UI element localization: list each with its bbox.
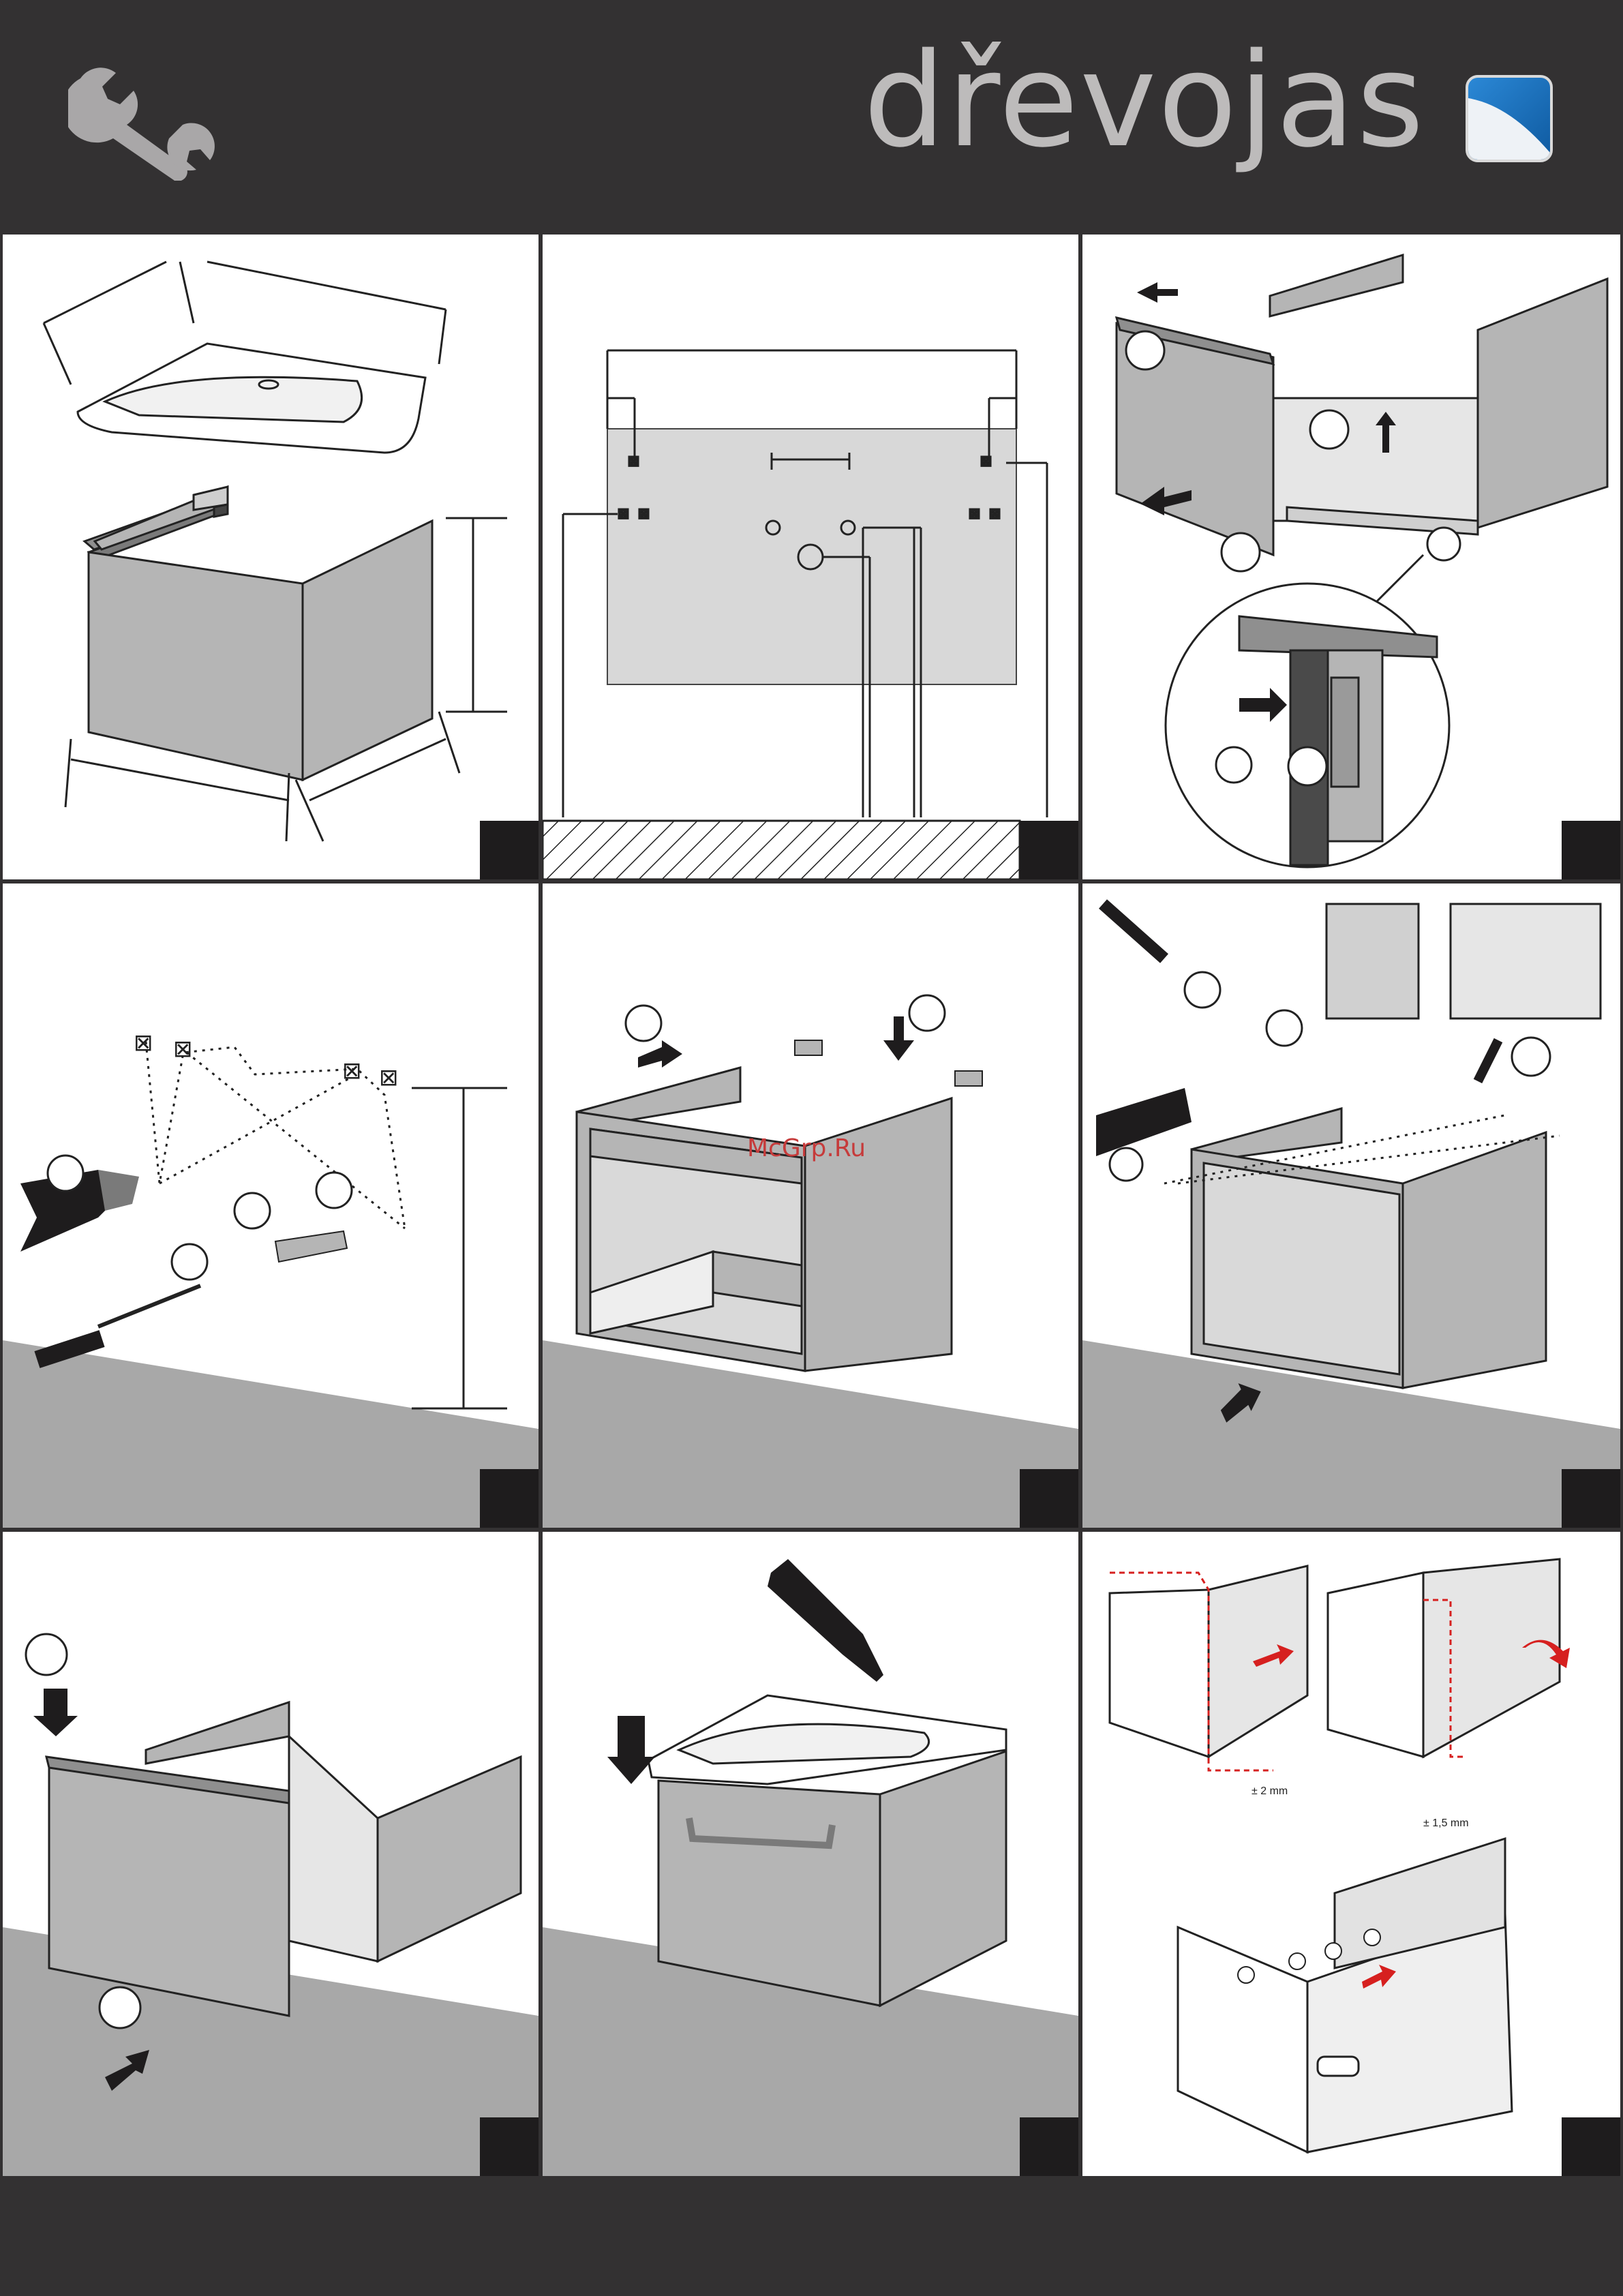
step-number-box [480,1469,539,1528]
step-number-box [1562,821,1620,879]
footer-bar [0,2180,1623,2296]
seal-basin-illustration [543,1532,1078,2176]
wall-hole-layout-illustration: ⊠ ⊠ ⊠ ⊠ ⊠ ⊠ [543,235,1078,879]
header-bar: dřevojas [0,0,1623,230]
drill-wall-illustration: ⊠ ⊠ ⊠ ⊠ [3,883,539,1528]
brand-name: dřevojas [864,33,1425,169]
basin-cabinet-dimensions-illustration [3,235,539,879]
panel-hang-cabinet: McGrp.Ru [543,883,1078,1528]
hang-cabinet-illustration: McGrp.Ru [543,883,1078,1528]
svg-text:⊠: ⊠ [379,1064,399,1091]
panel-measure-unit [3,235,539,879]
panel-remove-drawer [1082,235,1620,879]
panel-insert-drawer [3,1532,539,2176]
panel-drawer-adjust: ± 2 mm ± 1,5 mm [1082,1532,1620,2176]
tolerance-height-label: ± 1,5 mm [1423,1817,1469,1829]
panel-wall-layout: ⊠ ⊠ ⊠ ⊠ ⊠ ⊠ [543,235,1078,879]
svg-text:⊠: ⊠ [980,453,992,469]
tolerance-side-label: ± 2 mm [1252,1785,1288,1797]
svg-text:⊠: ⊠ [134,1029,153,1057]
svg-text:⊠: ⊠ [628,453,639,469]
drevojas-logo-icon [1466,75,1553,162]
drawer-adjust-illustration: ± 2 mm ± 1,5 mm [1082,1532,1620,2176]
adjust-hangers-illustration [1082,883,1620,1528]
step-number-box [1562,2117,1620,2176]
wrench-icon [68,58,225,181]
step-number-box [1562,1469,1620,1528]
svg-text:⊠: ⊠ [173,1036,193,1063]
insert-drawer-illustration [3,1532,539,2176]
step-number-box [1020,821,1078,879]
panel-drill-wall: ⊠ ⊠ ⊠ ⊠ [3,883,539,1528]
step-number-box [480,821,539,879]
panel-adjust-hangers [1082,883,1620,1528]
watermark-text: McGrp.Ru [747,1134,866,1162]
svg-text:⊠: ⊠ [989,505,1001,522]
panel-seal-basin [543,1532,1078,2176]
step-number-box [1020,1469,1078,1528]
step-number-box [480,2117,539,2176]
svg-text:⊠: ⊠ [342,1057,362,1085]
drawer-removal-illustration [1082,235,1620,879]
svg-text:⊠: ⊠ [638,505,650,522]
svg-text:⊠: ⊠ [618,505,629,522]
step-number-box [1020,2117,1078,2176]
svg-text:⊠: ⊠ [969,505,980,522]
